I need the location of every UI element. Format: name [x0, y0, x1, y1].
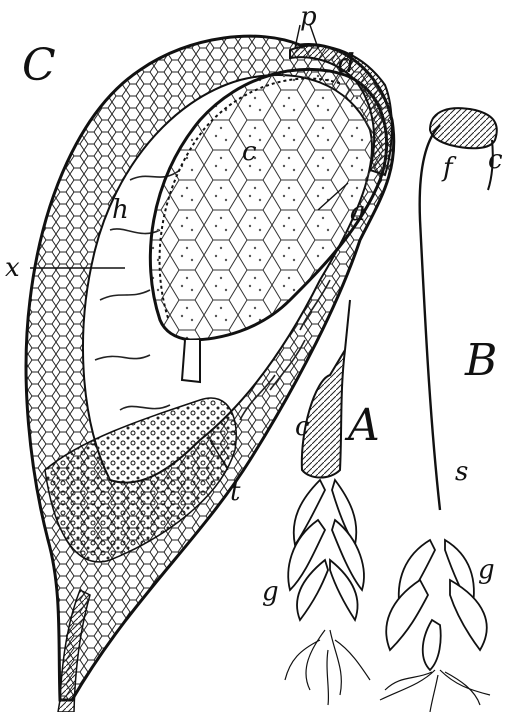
rhizoids-b [380, 670, 490, 712]
label-c-top: c [242, 137, 257, 167]
seta-s [420, 125, 440, 510]
label-c-b: c [488, 145, 503, 175]
columella [182, 340, 200, 382]
label-p: p [300, 2, 317, 32]
label-g-a: g [262, 577, 279, 607]
label-c-a: c [295, 412, 310, 442]
label-d: d [338, 49, 355, 79]
label-h: h [112, 195, 129, 225]
capsule-section-c: C p d c h x a t [5, 2, 394, 712]
label-t: t [230, 477, 241, 507]
label-c-figure: C [22, 40, 56, 91]
label-f: f [441, 153, 457, 183]
label-b-figure: B [464, 335, 497, 386]
label-a: a [350, 197, 366, 227]
label-g-b: g [478, 555, 495, 585]
leaves-b [386, 540, 487, 670]
leaves-a [288, 480, 364, 620]
capsule-f [430, 108, 497, 148]
label-a-figure: A [344, 400, 380, 451]
moss-plant-b: B f c s g [380, 108, 503, 712]
label-x: x [5, 253, 20, 283]
label-s: s [455, 457, 468, 487]
rhizoids-a [285, 630, 370, 705]
